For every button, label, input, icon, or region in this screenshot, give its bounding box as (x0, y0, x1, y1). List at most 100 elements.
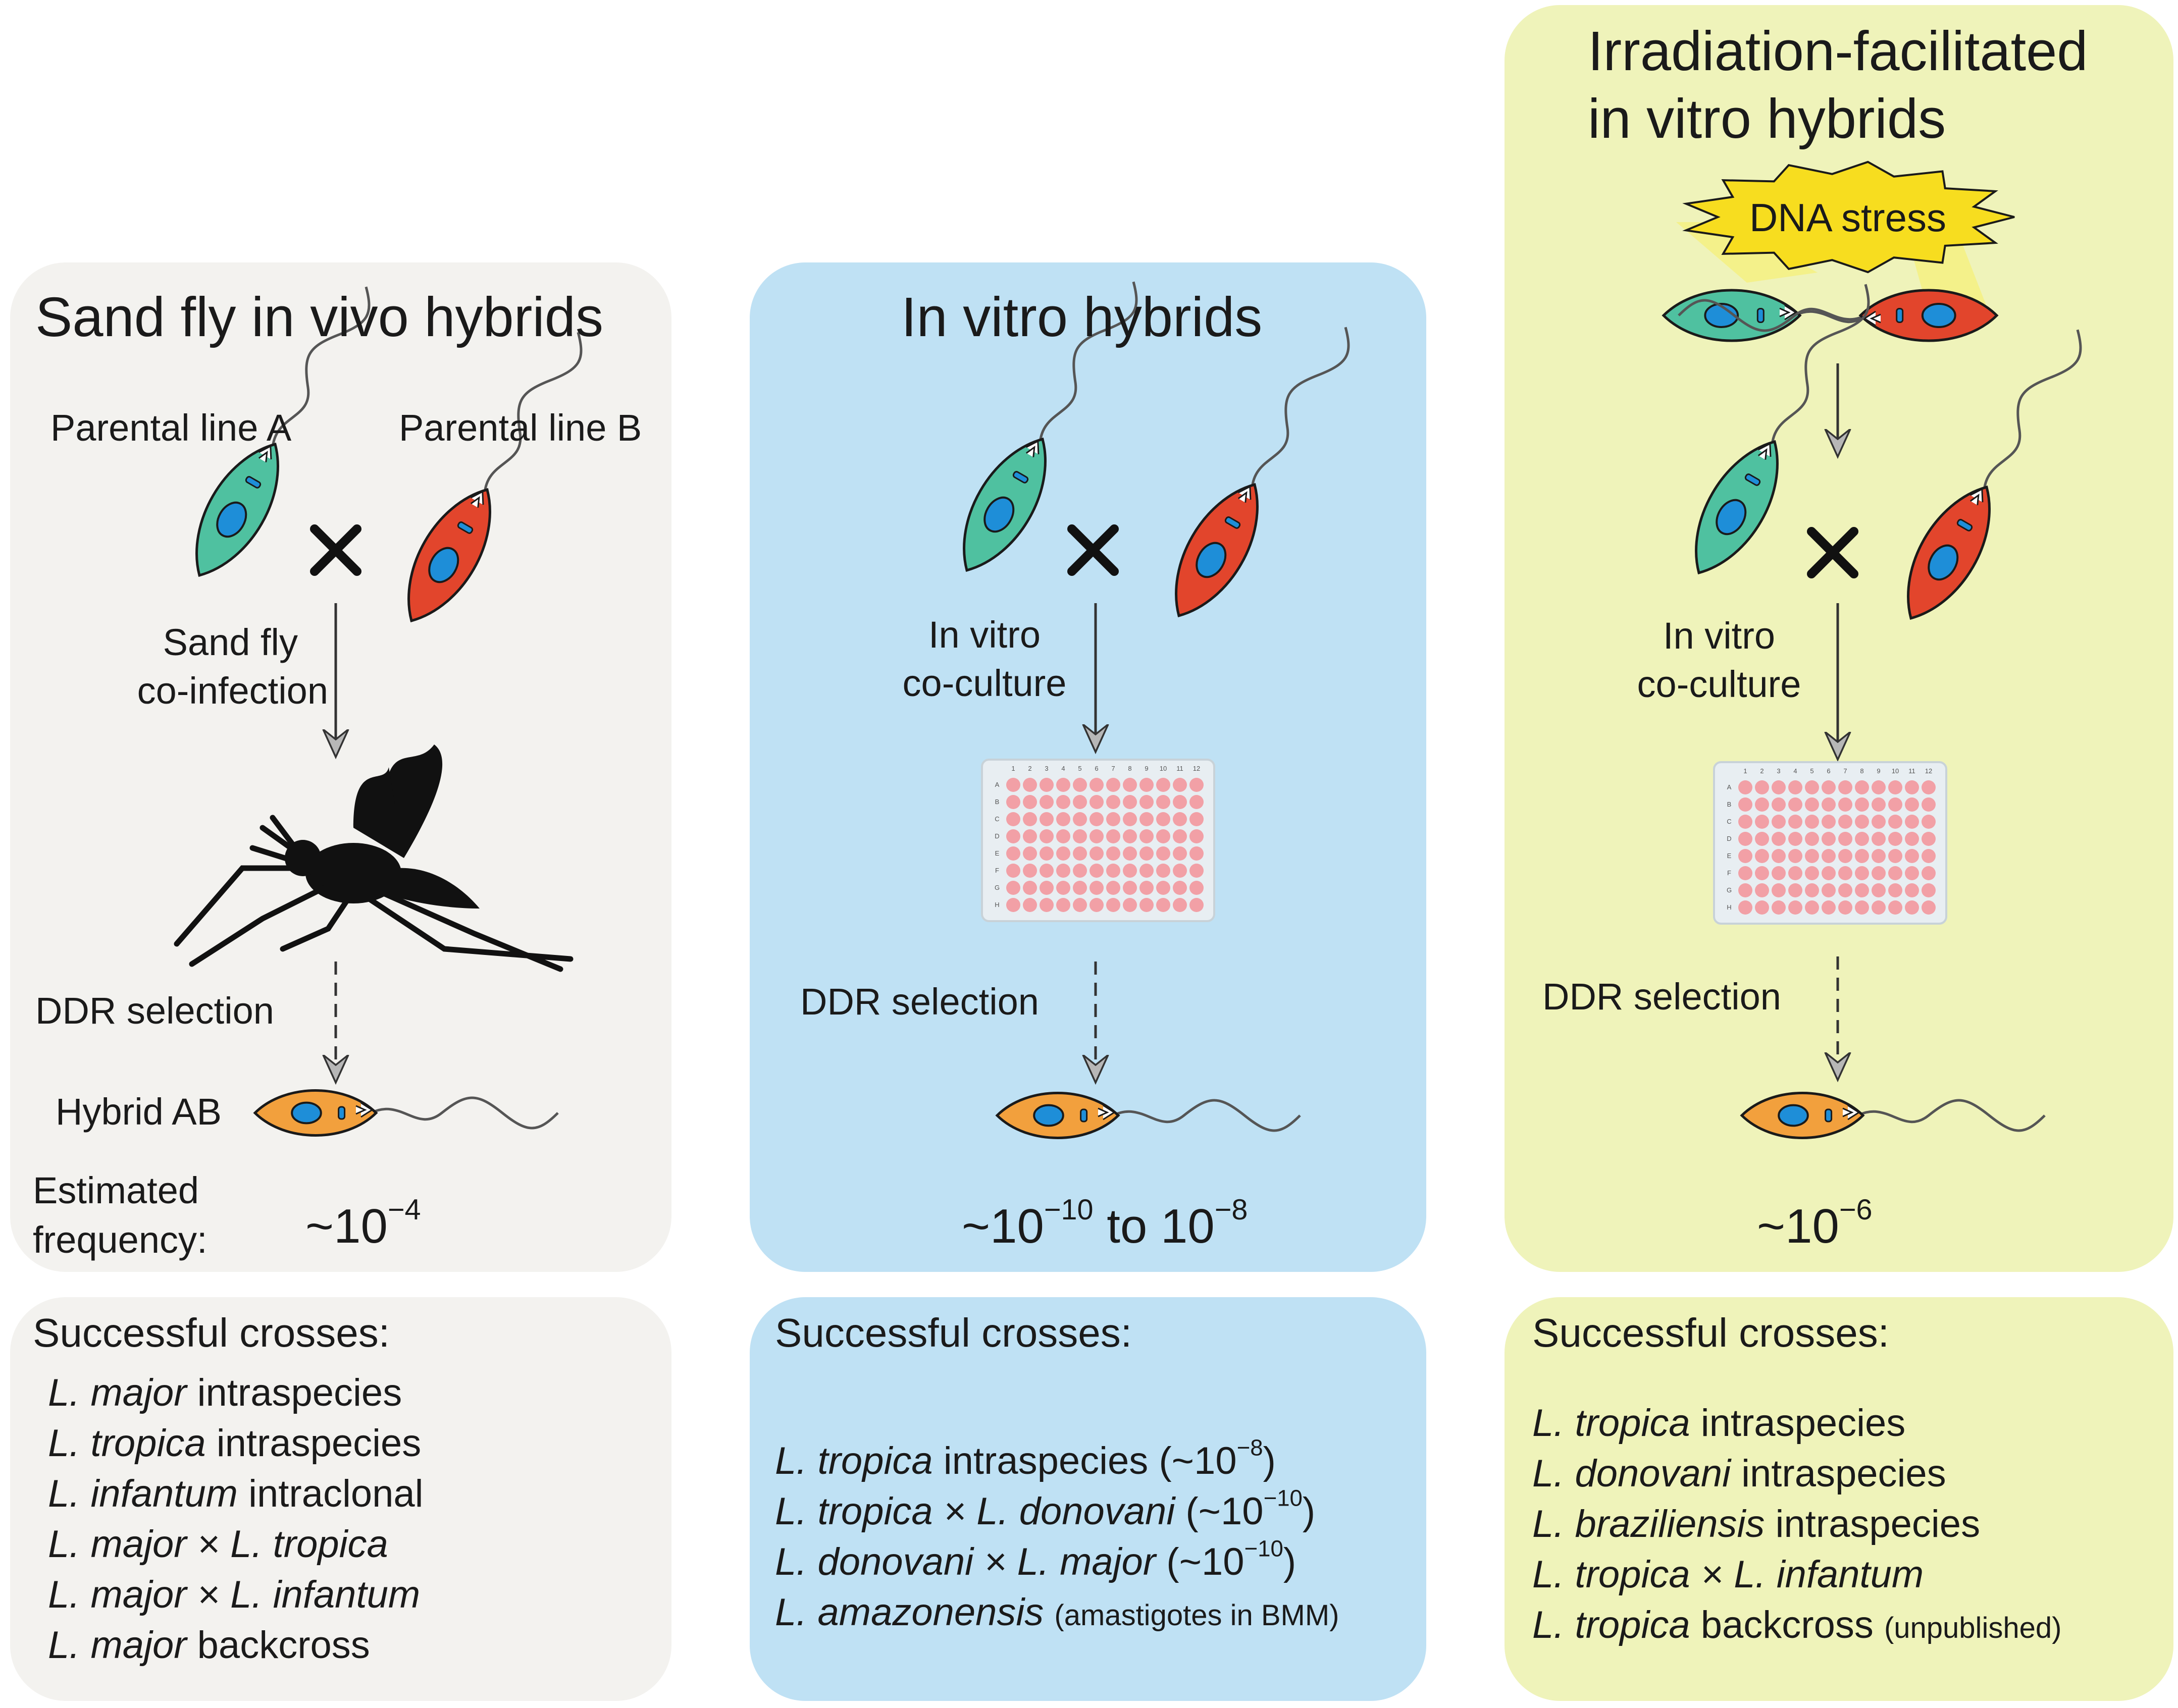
cross-detail: backcross (1690, 1604, 1884, 1646)
plate-well (1838, 883, 1852, 897)
plate-well (1788, 815, 1802, 829)
cross-species: L. major × L. infantum (48, 1573, 421, 1616)
plate-well (1738, 900, 1752, 915)
cross-symbol (1067, 524, 1119, 576)
plate-well (1139, 812, 1154, 826)
plate-well (1772, 866, 1786, 880)
plate-well (1738, 883, 1752, 897)
cross-item: L. tropica intraspecies (1532, 1398, 2061, 1449)
cross-detail: intraspecies (1690, 1402, 1906, 1445)
plate-well (1755, 849, 1769, 863)
plate-well (1090, 795, 1104, 809)
plate-well (1738, 797, 1752, 812)
plate-well (1073, 846, 1087, 861)
plate-well (1788, 780, 1802, 794)
sandfly-abdomen (374, 868, 480, 909)
plate-well (1838, 780, 1852, 794)
plate-column-label: 7 (1111, 765, 1115, 772)
plate-well (1073, 795, 1087, 809)
plate-well (1123, 778, 1137, 792)
plate-column-label: 8 (1128, 765, 1131, 772)
cross-species: L. donovani (1532, 1452, 1731, 1495)
sandfly-crosses-panel (10, 1297, 671, 1701)
flagellar-pocket (1779, 304, 1797, 321)
plate-well (1156, 864, 1170, 878)
plate-well (1173, 846, 1187, 861)
plate-well (1838, 849, 1852, 863)
plate-well (1905, 883, 1919, 897)
plate-well (1139, 846, 1154, 861)
cross-item: L. tropica × L. infantum (1532, 1550, 2061, 1600)
plate-well (1106, 812, 1120, 826)
plate-column-label: 5 (1078, 765, 1081, 772)
plate-well (1788, 866, 1802, 880)
nucleus (1716, 499, 1747, 536)
flagellum (271, 286, 371, 449)
plate-well (1073, 898, 1087, 912)
parasite-line-b (1175, 327, 1350, 617)
plate-row-label: H (995, 901, 999, 909)
plate-well (1156, 829, 1170, 843)
parasite-line-b (407, 332, 583, 622)
plate-well (1772, 797, 1786, 812)
plate-well (1189, 881, 1204, 895)
plate-well (1006, 898, 1020, 912)
cross-item: L. tropica × L. donovani (~10−10) (775, 1486, 1339, 1537)
plate-well (1855, 832, 1869, 846)
plate-well (1922, 797, 1936, 812)
plate-well (1922, 832, 1936, 846)
flagellar-pocket (1098, 1104, 1116, 1120)
plate-well (1822, 780, 1836, 794)
plate-well (1922, 849, 1936, 863)
plate-well (1888, 849, 1902, 863)
kinetoplast (1224, 516, 1241, 529)
nucleus (1778, 1104, 1809, 1127)
flagellum (483, 332, 583, 494)
cross-detail: intraspecies (~10 (932, 1439, 1237, 1482)
kinetoplast (457, 521, 474, 534)
cross-exponent: −10 (1244, 1535, 1283, 1562)
plate-well (1855, 849, 1869, 863)
plate-well (1090, 778, 1104, 792)
plate-well (1855, 815, 1869, 829)
plate-well (1106, 864, 1120, 878)
plate-row-label: A (1727, 783, 1732, 791)
sandfly-ddr-selection-label: DDR selection (35, 990, 274, 1032)
plate-column-label: 8 (1860, 767, 1863, 775)
plate-column-label: 7 (1843, 767, 1847, 775)
plate-well (1073, 829, 1087, 843)
plate-well (1139, 881, 1154, 895)
plate-column-label: 6 (1095, 765, 1098, 772)
plate-well (1838, 832, 1852, 846)
sandfly-step-line2: co-infection (137, 670, 328, 712)
cross-tail: ) (1263, 1439, 1276, 1482)
cross-item: L. amazonensis (amastigotes in BMM) (775, 1587, 1339, 1641)
nucleus (1921, 303, 1956, 328)
kinetoplast (1756, 308, 1765, 323)
flagellum (1771, 284, 1870, 446)
plate-well (1123, 864, 1137, 878)
cross-item: L. tropica intraspecies (48, 1418, 424, 1469)
plate-well (1123, 812, 1137, 826)
plate-column-label: 10 (1892, 767, 1899, 775)
cross-item: L. major × L. tropica (48, 1519, 424, 1570)
plate-row-label: E (1727, 852, 1732, 860)
plate-well (1156, 812, 1170, 826)
estimated-frequency-label: Estimated frequency: (33, 1166, 208, 1265)
plate-column-label: 12 (1925, 767, 1932, 775)
cross-item: L. major intraspecies (48, 1368, 424, 1418)
freq-mid: to 10 (1093, 1199, 1215, 1253)
cross-detail (1044, 1591, 1054, 1634)
plate-well (1905, 866, 1919, 880)
plate-column-label: 5 (1810, 767, 1813, 775)
kinetoplast (1896, 308, 1904, 323)
cross-item: L. infantum intraclonal (48, 1469, 424, 1519)
freq-base: ~10 (962, 1199, 1044, 1253)
nucleus (291, 1101, 322, 1125)
plate-well (1872, 849, 1886, 863)
invitro-ddr-selection-label: DDR selection (800, 981, 1039, 1023)
freq-base: ~10 (1757, 1199, 1839, 1253)
sandfly-leg (280, 895, 351, 952)
